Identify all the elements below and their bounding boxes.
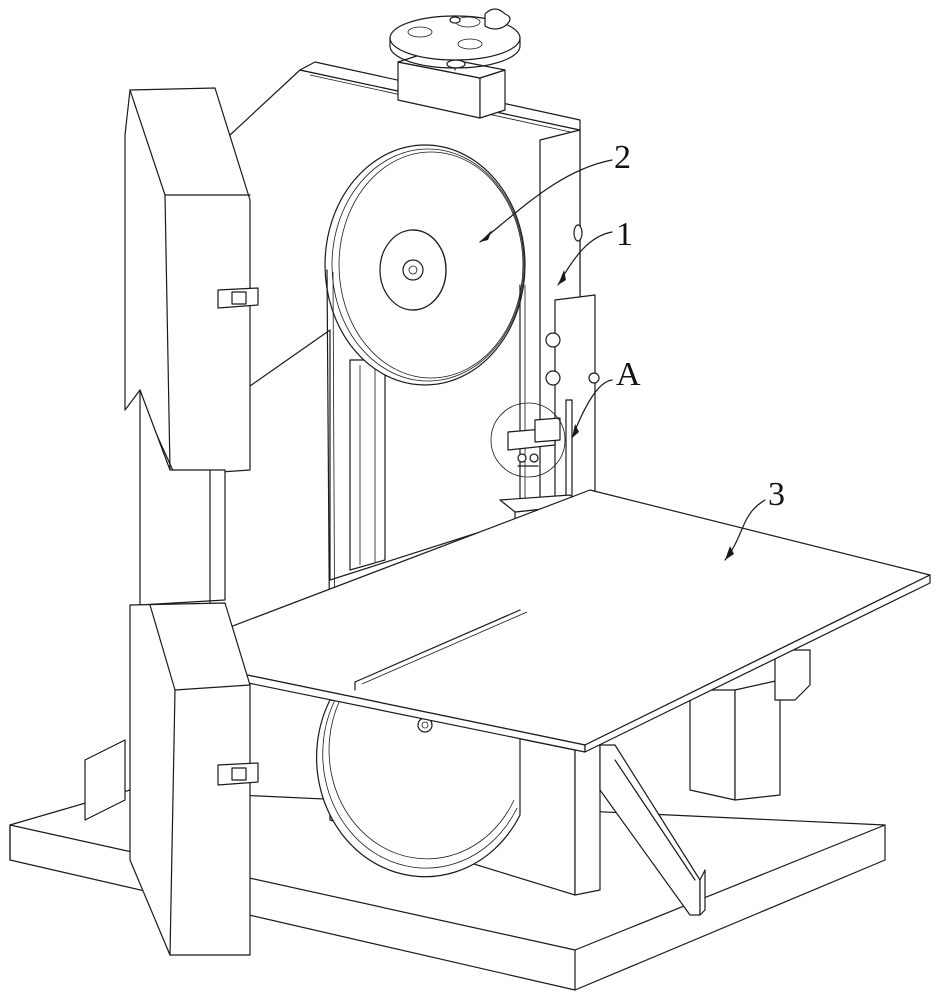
guide-post: [540, 130, 599, 545]
part-3-label: 3: [768, 476, 785, 513]
detail-a-label: A: [616, 356, 641, 393]
part-1-label: 1: [616, 216, 633, 253]
work-table: [175, 490, 930, 752]
lower-door: [130, 603, 258, 955]
upper-wheel: [325, 145, 525, 385]
part-2-label: 2: [614, 139, 631, 176]
